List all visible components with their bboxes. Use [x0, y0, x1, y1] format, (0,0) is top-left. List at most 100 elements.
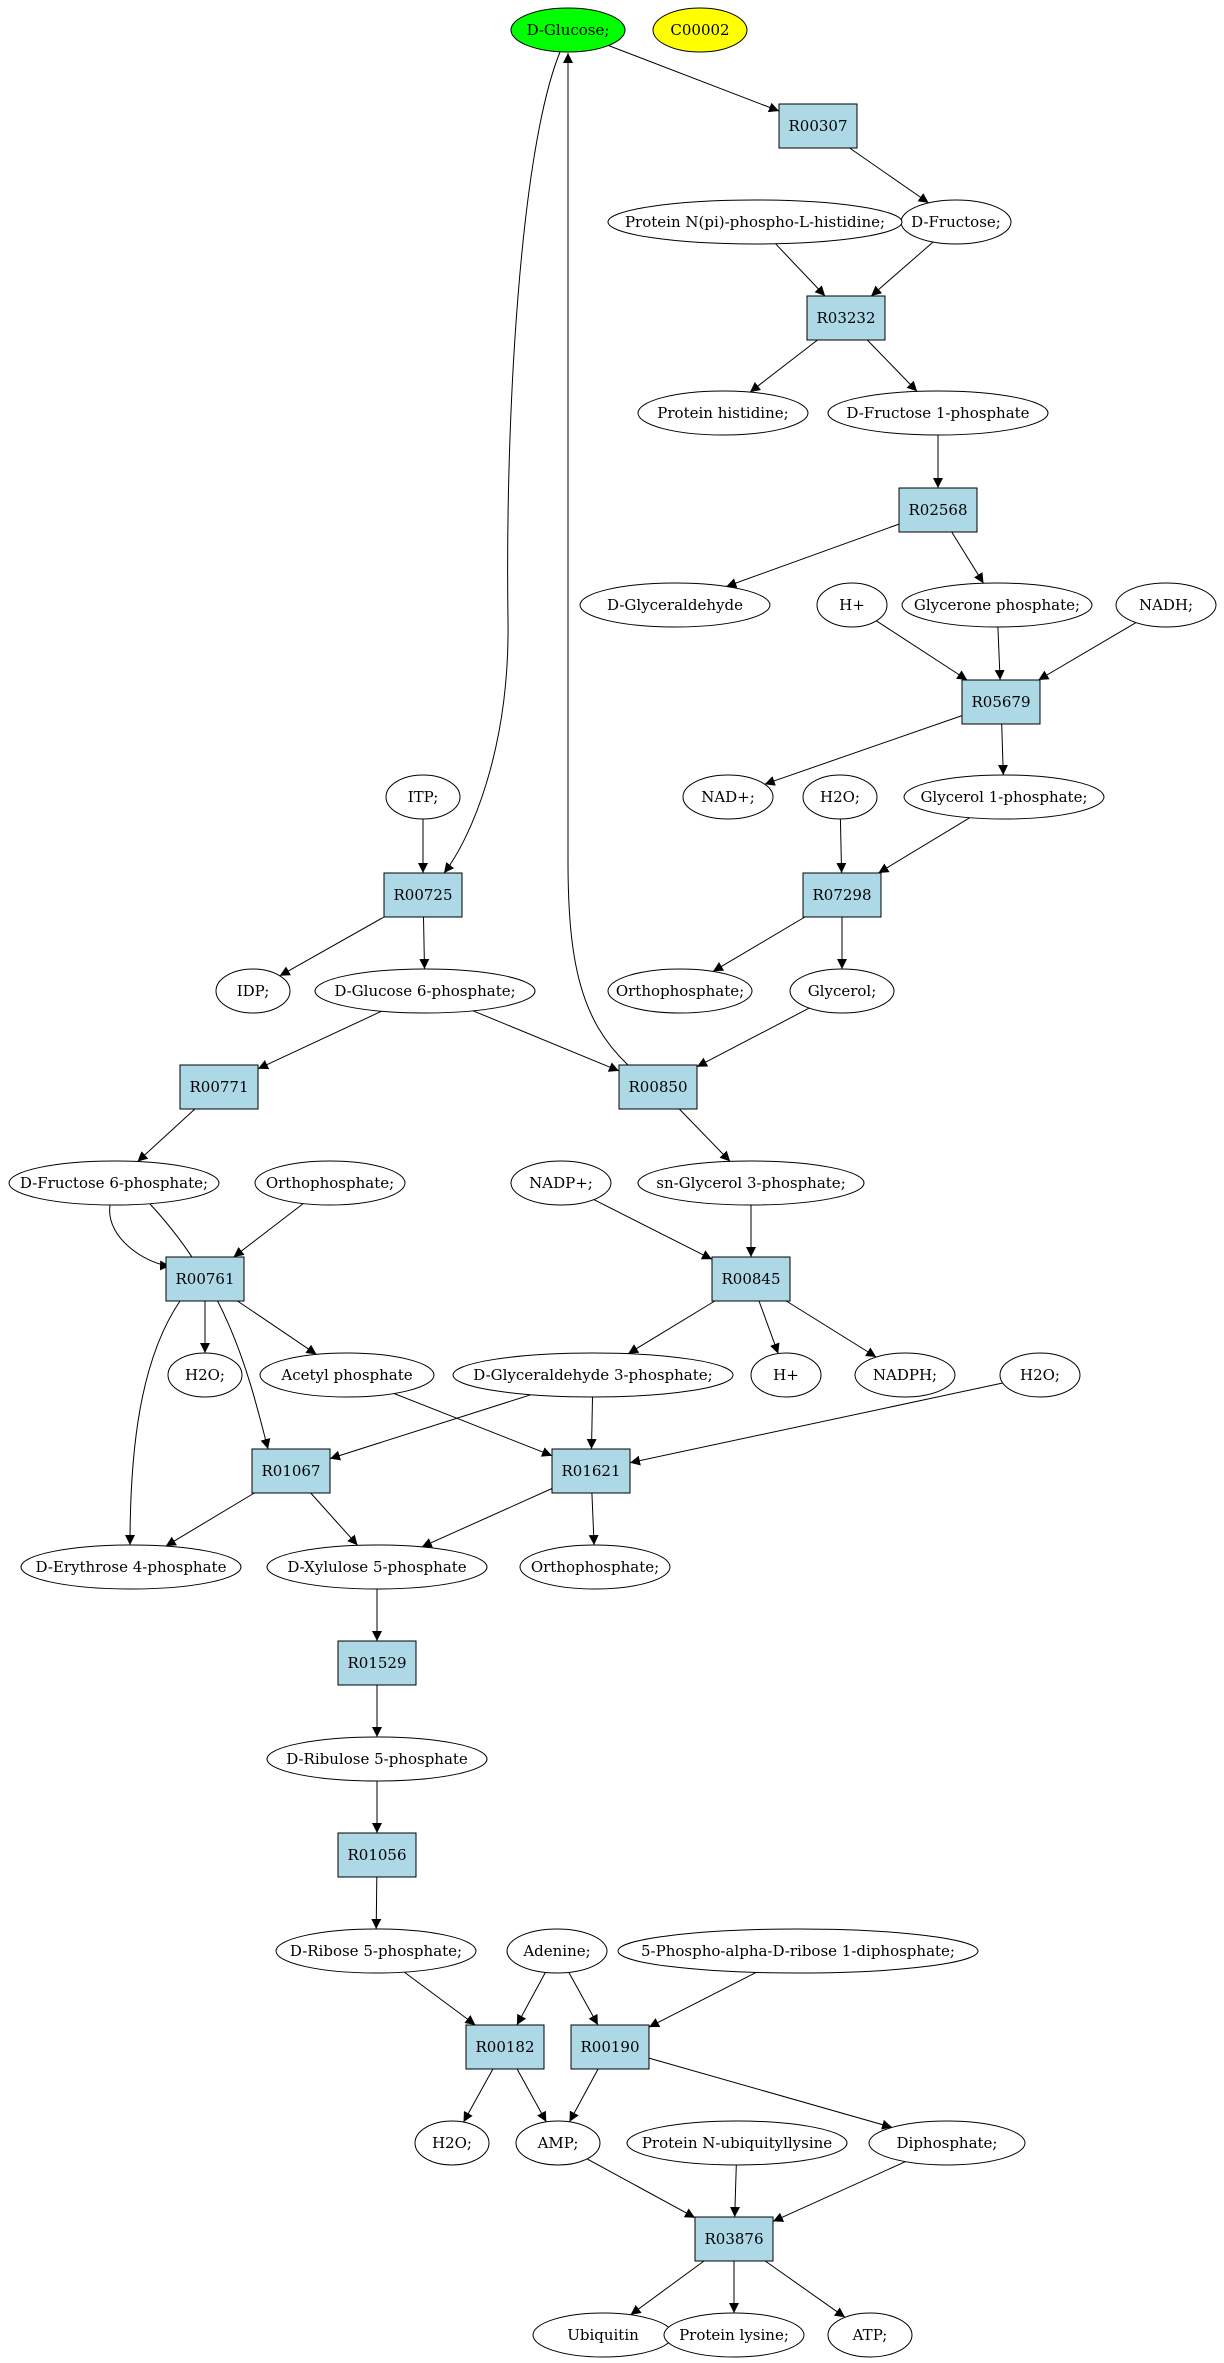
reaction-node-r01529[interactable]: R01529: [337, 1640, 417, 1686]
edge-R03232-to-phis: [749, 339, 818, 393]
compound-node-ortho2[interactable]: Orthophosphate;: [254, 1160, 406, 1206]
reaction-label: R00771: [189, 1078, 248, 1096]
compound-node-prpp[interactable]: 5-Phospho-alpha-D-ribose 1-diphosphate;: [617, 1928, 979, 1974]
compound-label: Glycerol 1-phosphate;: [920, 788, 1087, 806]
edge-dglucose-to-R00307: [608, 45, 780, 113]
compound-ellipse: [607, 968, 753, 1014]
compound-ellipse: [266, 1544, 488, 1590]
compound-node-hplus1[interactable]: H+: [816, 582, 888, 628]
compound-node-phis[interactable]: Protein histidine;: [637, 390, 809, 436]
compound-node-dglyald[interactable]: D-Glyceraldehyde: [579, 582, 771, 628]
reaction-node-r03232[interactable]: R03232: [806, 295, 886, 341]
compound-node-sng3p[interactable]: sn-Glycerol 3-phosphate;: [637, 1160, 865, 1206]
reaction-node-r01621[interactable]: R01621: [551, 1448, 631, 1494]
compound-node-c00002[interactable]: C00002: [652, 7, 748, 53]
reaction-box: [383, 872, 463, 918]
compound-node-nadpplus[interactable]: NADP+;: [510, 1160, 612, 1206]
compound-label: D-Xylulose 5-phosphate: [287, 1558, 466, 1576]
compound-label: Diphosphate;: [897, 2134, 998, 2152]
compound-node-nadh[interactable]: NADH;: [1115, 582, 1217, 628]
compound-ellipse: [802, 774, 878, 820]
reaction-node-r00850[interactable]: R00850: [618, 1064, 698, 1110]
compound-ellipse: [617, 1928, 979, 1974]
compound-node-idp[interactable]: IDP;: [215, 968, 291, 1014]
reaction-node-r00190[interactable]: R00190: [570, 2024, 650, 2070]
compound-node-ortho1[interactable]: Orthophosphate;: [607, 968, 753, 1014]
compound-ellipse: [510, 7, 626, 53]
reaction-node-r03876[interactable]: R03876: [694, 2216, 774, 2262]
compound-node-atp[interactable]: ATP;: [827, 2312, 913, 2358]
reaction-box: [711, 1256, 791, 1302]
edge-R01621-to-dx5p: [421, 1488, 553, 1548]
reaction-node-r02568[interactable]: R02568: [898, 487, 978, 533]
compound-node-nadp1[interactable]: NAD+;: [682, 774, 774, 820]
compound-node-ortho3[interactable]: Orthophosphate;: [519, 1544, 671, 1590]
compound-node-hplus2[interactable]: H+: [750, 1352, 822, 1398]
compound-label: H2O;: [185, 1366, 225, 1384]
reaction-node-r01067[interactable]: R01067: [251, 1448, 331, 1494]
compound-node-h2o4[interactable]: H2O;: [414, 2120, 490, 2166]
compound-node-dr5p[interactable]: D-Ribose 5-phosphate;: [275, 1928, 477, 1974]
compound-ellipse: [1115, 582, 1217, 628]
edge-dglucose-to-R00725: [443, 51, 561, 874]
compound-node-ubiquitin[interactable]: Ubiquitin: [532, 2312, 674, 2358]
compound-node-plys[interactable]: Protein lysine;: [663, 2312, 805, 2358]
compound-node-h2o2[interactable]: H2O;: [167, 1352, 243, 1398]
reaction-box: [251, 1448, 331, 1494]
reaction-node-r00771[interactable]: R00771: [179, 1064, 259, 1110]
edge-df6p-to-R00761: [109, 1204, 171, 1271]
reaction-node-r05679[interactable]: R05679: [961, 679, 1041, 725]
reaction-node-r00307[interactable]: R00307: [778, 103, 858, 149]
compound-node-nadph[interactable]: NADPH;: [854, 1352, 956, 1398]
compound-label: Orthophosphate;: [531, 1558, 659, 1576]
edge-R01621-to-ortho3: [588, 1492, 599, 1546]
compound-label: AMP;: [537, 2134, 579, 2152]
compound-node-itp[interactable]: ITP;: [385, 774, 461, 820]
compound-node-dga3p[interactable]: D-Glyceraldehyde 3-phosphate;: [452, 1352, 734, 1398]
compound-node-gly1p[interactable]: Glycerol 1-phosphate;: [903, 774, 1105, 820]
edge-ortho2-to-R00761: [233, 1203, 304, 1258]
compound-node-de4p[interactable]: D-Erythrose 4-phosphate: [20, 1544, 242, 1590]
compound-node-df1p[interactable]: D-Fructose 1-phosphate: [827, 390, 1049, 436]
edge-gly1p-to-R07298: [878, 817, 971, 874]
compound-node-dglucose[interactable]: D-Glucose;: [510, 7, 626, 53]
compound-node-dfructose[interactable]: D-Fructose;: [900, 199, 1012, 245]
compound-node-pnub[interactable]: Protein N-ubiquityllysine: [626, 2120, 848, 2166]
compound-ellipse: [750, 1352, 822, 1398]
compound-node-dx5p[interactable]: D-Xylulose 5-phosphate: [266, 1544, 488, 1590]
reaction-node-r00761[interactable]: R00761: [165, 1256, 245, 1302]
compound-node-h2o1[interactable]: H2O;: [802, 774, 878, 820]
reaction-box: [551, 1448, 631, 1494]
compound-node-h2o3[interactable]: H2O;: [999, 1352, 1081, 1398]
compound-ellipse: [579, 582, 771, 628]
compound-node-dru5p[interactable]: D-Ribulose 5-phosphate: [266, 1736, 488, 1782]
compound-node-df6p[interactable]: D-Fructose 6-phosphate;: [8, 1160, 220, 1206]
edge-glycerol-to-R00850: [696, 1007, 810, 1068]
compound-node-adenine[interactable]: Adenine;: [506, 1928, 608, 1974]
edge-dfructose-to-R03232: [870, 241, 934, 297]
edge-R00850-to-sng3p: [678, 1108, 731, 1162]
compound-ellipse: [663, 2312, 805, 2358]
reaction-node-r00725[interactable]: R00725: [383, 872, 463, 918]
reaction-node-r01056[interactable]: R01056: [337, 1832, 417, 1878]
compound-label: C00002: [670, 21, 729, 39]
reaction-node-r00182[interactable]: R00182: [465, 2024, 545, 2070]
compound-node-glyp[interactable]: Glycerone phosphate;: [901, 582, 1093, 628]
compound-node-acetp[interactable]: Acetyl phosphate: [259, 1352, 435, 1398]
compound-node-diphos[interactable]: Diphosphate;: [868, 2120, 1026, 2166]
compound-label: D-Glucose;: [527, 21, 610, 39]
compound-node-glycerol[interactable]: Glycerol;: [789, 968, 895, 1014]
reaction-node-r00845[interactable]: R00845: [711, 1256, 791, 1302]
reaction-node-r07298[interactable]: R07298: [802, 872, 882, 918]
edge-R00761-to-acetp: [237, 1300, 317, 1355]
compound-node-dg6p[interactable]: D-Glucose 6-phosphate;: [314, 968, 536, 1014]
edge-hplus1-to-R05679: [876, 620, 968, 681]
reaction-box: [778, 103, 858, 149]
compound-ellipse: [607, 199, 903, 245]
compound-label: D-Erythrose 4-phosphate: [36, 1558, 227, 1576]
edges-layer: [109, 45, 1137, 2318]
compound-label: D-Glyceraldehyde: [607, 596, 743, 614]
compound-node-pnpi[interactable]: Protein N(pi)-phospho-L-histidine;: [607, 199, 903, 245]
edge-R00845-to-hplus2: [758, 1300, 780, 1354]
compound-node-amp[interactable]: AMP;: [515, 2120, 601, 2166]
